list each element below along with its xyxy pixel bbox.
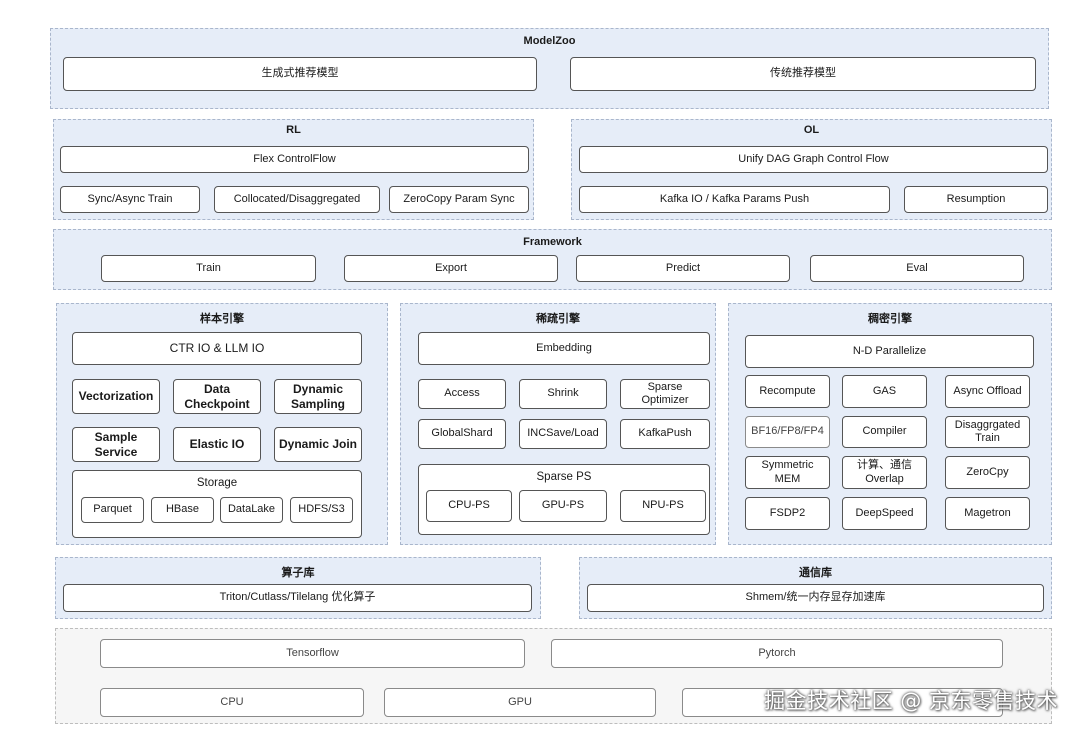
sparse-engine-panel: 稀疏引擎 Embedding Access Shrink Sparse Opti… xyxy=(400,303,716,545)
storage-title: Storage xyxy=(196,477,238,489)
disaggrgated-train-box: Disaggrgated Train xyxy=(945,416,1030,448)
predict-box: Predict xyxy=(576,255,790,282)
shrink-box: Shrink xyxy=(519,379,607,409)
hardware-box-3 xyxy=(682,688,1003,717)
gas-box: GAS xyxy=(842,375,927,408)
kafka-io-params-push-box: Kafka IO / Kafka Params Push xyxy=(579,186,890,213)
dense-engine-title: 稠密引擎 xyxy=(868,313,912,325)
compute-comm-overlap-box: 计算、通信 Overlap xyxy=(842,456,927,489)
triton-cutlass-tilelang-box: Triton/Cutlass/Tilelang 优化算子 xyxy=(63,584,532,612)
dense-engine-panel: 稠密引擎 N-D Parallelize Recompute GAS Async… xyxy=(728,303,1052,545)
sparse-engine-title: 稀疏引擎 xyxy=(536,313,580,325)
sync-async-train-box: Sync/Async Train xyxy=(60,186,200,213)
traditional-rec-model-box: 传统推荐模型 xyxy=(570,57,1036,91)
sparse-optimizer-box: Sparse Optimizer xyxy=(620,379,710,409)
collocated-disaggregated-box: Collocated/Disaggregated xyxy=(214,186,380,213)
modelzoo-title: ModelZoo xyxy=(523,35,576,47)
flex-controlflow-box: Flex ControlFlow xyxy=(60,146,529,173)
symmetric-mem-box: Symmetric MEM xyxy=(745,456,830,489)
incsave-load-box: INCSave/Load xyxy=(519,419,607,449)
sample-engine-title: 样本引擎 xyxy=(200,313,244,325)
compiler-box: Compiler xyxy=(842,416,927,448)
fsdp2-box: FSDP2 xyxy=(745,497,830,530)
framework-title: Framework xyxy=(523,236,582,248)
ctr-llm-io-box: CTR IO & LLM IO xyxy=(72,332,362,365)
shmem-unified-memory-box: Shmem/统一内存显存加速库 xyxy=(587,584,1044,612)
cpu-ps-box: CPU-PS xyxy=(426,490,512,522)
train-box: Train xyxy=(101,255,316,282)
embedding-box: Embedding xyxy=(418,332,710,365)
dynamic-join-box: Dynamic Join xyxy=(274,427,362,462)
framework-panel: Framework Train Export Predict Eval xyxy=(53,229,1052,290)
operator-library-title: 算子库 xyxy=(281,567,315,579)
sparse-ps-title: Sparse PS xyxy=(536,471,592,483)
datalake-box: DataLake xyxy=(220,497,283,523)
npu-ps-box: NPU-PS xyxy=(620,490,706,522)
recompute-box: Recompute xyxy=(745,375,830,408)
generative-rec-model-box: 生成式推荐模型 xyxy=(63,57,537,91)
eval-box: Eval xyxy=(810,255,1024,282)
data-checkpoint-box: Data Checkpoint xyxy=(173,379,261,414)
watermark: 掘金技术社区 @ 京东零售技术 xyxy=(764,689,1058,713)
magetron-box: Magetron xyxy=(945,497,1030,530)
gpu-box: GPU xyxy=(384,688,656,717)
hdfs-s3-box: HDFS/S3 xyxy=(290,497,353,523)
hbase-box: HBase xyxy=(151,497,214,523)
tensorflow-box: Tensorflow xyxy=(100,639,525,668)
unify-dag-control-flow-box: Unify DAG Graph Control Flow xyxy=(579,146,1048,173)
dynamic-sampling-box: Dynamic Sampling xyxy=(274,379,362,414)
resumption-box: Resumption xyxy=(904,186,1048,213)
cpu-box: CPU xyxy=(100,688,364,717)
deepspeed-box: DeepSpeed xyxy=(842,497,927,530)
nd-parallelize-box: N-D Parallelize xyxy=(745,335,1034,368)
sample-service-box: Sample Service xyxy=(72,427,160,462)
rl-title: RL xyxy=(286,124,301,136)
bf16-fp8-fp4-box: BF16/FP8/FP4 xyxy=(745,416,830,448)
zerocopy-param-sync-box: ZeroCopy Param Sync xyxy=(389,186,529,213)
modelzoo-panel: ModelZoo 生成式推荐模型 传统推荐模型 xyxy=(50,28,1049,109)
rl-panel: RL Flex ControlFlow Sync/Async Train Col… xyxy=(53,119,534,220)
vectorization-box: Vectorization xyxy=(72,379,160,414)
sample-engine-panel: 样本引擎 CTR IO & LLM IO Vectorization Data … xyxy=(56,303,388,545)
ol-panel: OL Unify DAG Graph Control Flow Kafka IO… xyxy=(571,119,1052,220)
elastic-io-box: Elastic IO xyxy=(173,427,261,462)
base-layer-panel: Tensorflow Pytorch CPU GPU xyxy=(55,628,1052,724)
globalshard-box: GlobalShard xyxy=(418,419,506,449)
zerocpy-box: ZeroCpy xyxy=(945,456,1030,489)
kafkapush-box: KafkaPush xyxy=(620,419,710,449)
operator-library-panel: 算子库 Triton/Cutlass/Tilelang 优化算子 xyxy=(55,557,541,619)
communication-library-title: 通信库 xyxy=(799,567,832,579)
gpu-ps-box: GPU-PS xyxy=(519,490,607,522)
export-box: Export xyxy=(344,255,558,282)
ol-title: OL xyxy=(803,124,820,136)
communication-library-panel: 通信库 Shmem/统一内存显存加速库 xyxy=(579,557,1052,619)
async-offload-box: Async Offload xyxy=(945,375,1030,408)
access-box: Access xyxy=(418,379,506,409)
pytorch-box: Pytorch xyxy=(551,639,1003,668)
parquet-box: Parquet xyxy=(81,497,144,523)
